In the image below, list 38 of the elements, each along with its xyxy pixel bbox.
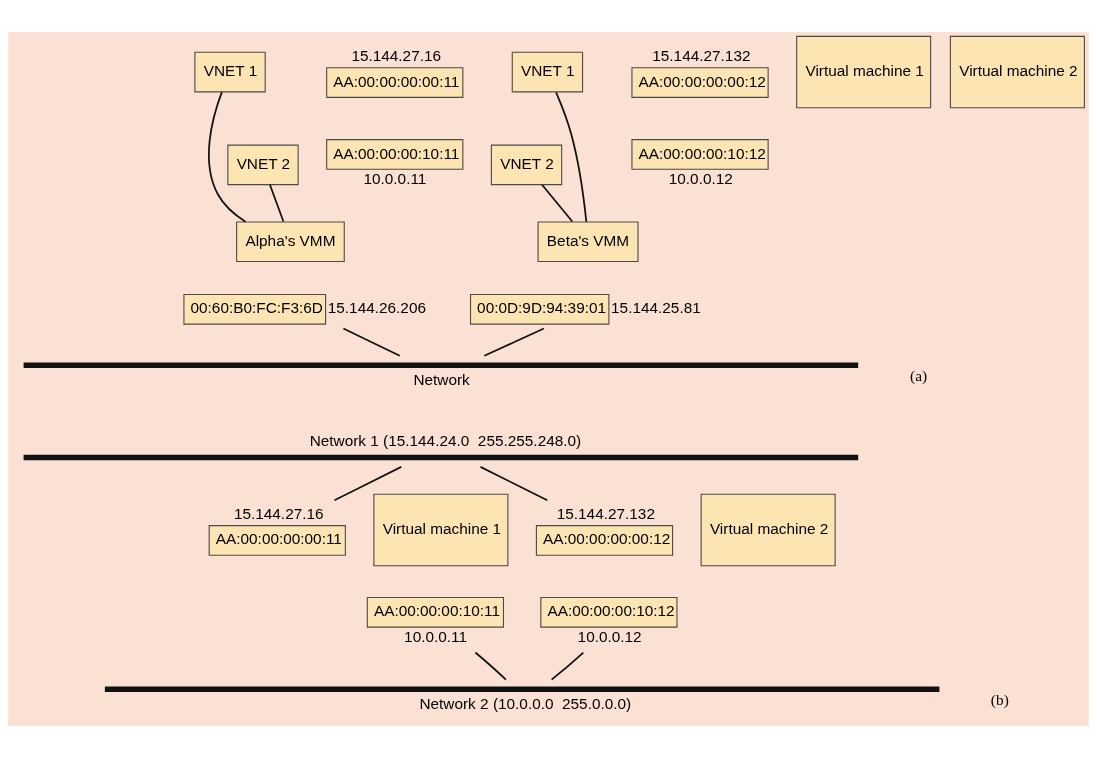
node-label: 15.144.27.16 [351,47,442,65]
node-label: 10.0.0.11 [404,627,468,645]
node-label: 15.144.27.16 [233,505,324,523]
node-box: Virtual machine 1 [373,493,509,567]
node-box: Virtual machine 2 [700,493,836,567]
node-box: VNET 1 [511,51,584,93]
node-box [23,454,859,461]
label: (a) [910,366,928,384]
connector [555,91,588,223]
connector [269,183,285,223]
connector [479,466,549,502]
node-box: Virtual machine 2 [949,35,1085,109]
label: (b) [990,690,1009,708]
node-box: VNET 1 [194,51,266,93]
node-box: Alpha's VMM [236,221,345,263]
node-label: 10.0.0.12 [668,169,733,187]
connector [483,327,545,357]
node-label: 15.144.26.206 [327,299,427,317]
node-label: Network [413,370,470,388]
node-box [23,362,859,368]
connector [550,651,585,681]
node-label: Network 2 (10.0.0.0 255.0.0.0) [419,694,632,712]
node-box: Beta's VMM [537,221,639,263]
node-label: 15.144.27.132 [652,47,751,65]
node-box: VNET 2 [227,144,299,186]
connector [333,466,403,502]
node-box [104,686,940,692]
node-label: 10.0.0.12 [577,627,642,645]
node-box: VNET 2 [490,144,563,186]
node-box: Virtual machine 1 [796,35,932,109]
node-label: 15.144.27.132 [556,505,655,523]
node-label: 15.144.25.81 [611,299,701,317]
connector [342,327,401,357]
connector [474,651,507,681]
node-label: 10.0.0.11 [363,169,427,187]
connector [541,183,574,223]
node-label: Network 1 (15.144.24.0 255.255.248.0) [309,432,582,450]
connector [208,91,247,223]
